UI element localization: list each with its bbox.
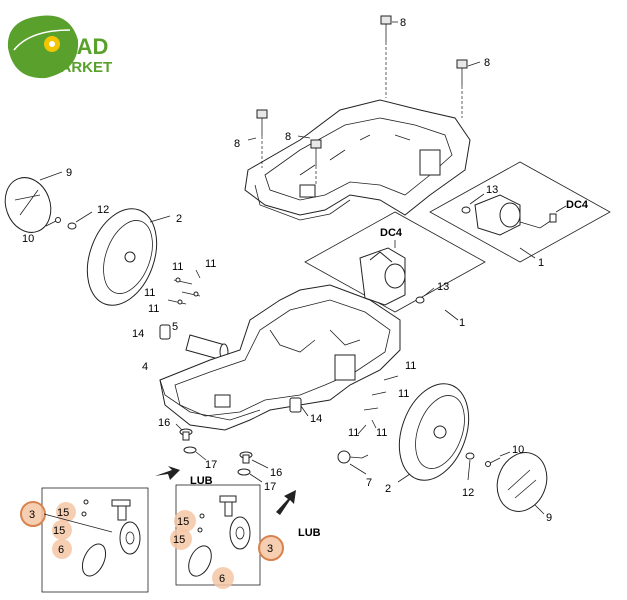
callout-4: 4 xyxy=(142,361,148,373)
hubcap-right xyxy=(496,452,548,515)
callout-16-right: 16 xyxy=(270,467,282,479)
wheel-right xyxy=(397,383,470,483)
callout-8-right: 8 xyxy=(484,57,490,69)
callout-9-right: 9 xyxy=(546,512,552,524)
screw-8-center xyxy=(297,135,322,184)
logo-text-sad: SAD xyxy=(62,34,108,59)
caster-box-left xyxy=(20,487,149,593)
bushing-14-left xyxy=(159,324,171,340)
callout-10-right: 10 xyxy=(512,444,524,456)
callout-13-right: 13 xyxy=(486,184,498,196)
callout-15-left-b: 15 xyxy=(53,525,65,537)
screws-11-right xyxy=(357,375,399,435)
callout-9-left: 9 xyxy=(66,167,72,179)
ring-17-left xyxy=(183,446,207,461)
lub-arrow-right xyxy=(276,490,296,515)
callout-14-right: 14 xyxy=(310,413,322,425)
callout-1-center: 1 xyxy=(459,317,465,329)
callout-2-right: 2 xyxy=(385,483,391,495)
callout-7: 7 xyxy=(366,477,372,489)
callout-8-center: 8 xyxy=(285,131,291,143)
callout-12-right: 12 xyxy=(462,487,474,499)
hubcap-left xyxy=(4,171,63,233)
callout-dc4-right: DC4 xyxy=(566,199,589,211)
screw-10-right xyxy=(485,451,511,467)
screw-8-right xyxy=(456,59,481,118)
callout-11-h: 11 xyxy=(376,427,387,439)
callout-dc4-center: DC4 xyxy=(380,227,403,239)
callout-lub-right: LUB xyxy=(298,527,321,539)
callout-5: 5 xyxy=(172,321,178,333)
callout-11-d: 11 xyxy=(148,303,159,315)
screws-11-group xyxy=(167,269,201,305)
callout-3-right: 3 xyxy=(267,543,273,555)
motor-box-center xyxy=(304,211,486,321)
sensor-7 xyxy=(337,450,369,475)
callout-17-right: 17 xyxy=(264,481,276,493)
washer-12-right xyxy=(465,452,475,481)
screw-10-left xyxy=(45,217,61,227)
callout-3-left: 3 xyxy=(29,509,35,521)
callout-14-left: 14 xyxy=(132,328,144,340)
ring-17-right xyxy=(237,468,263,483)
callout-15-right-b: 15 xyxy=(173,534,185,546)
caster-box-right xyxy=(170,484,284,589)
callout-11-g: 11 xyxy=(348,427,359,439)
callout-lub-left: LUB xyxy=(190,475,213,487)
callout-15-right-a: 15 xyxy=(177,516,189,528)
callout-2-left: 2 xyxy=(176,213,182,225)
callout-11-c: 11 xyxy=(144,287,155,299)
callout-13-center: 13 xyxy=(437,281,449,293)
callout-8-left: 8 xyxy=(234,138,240,150)
pivot-16-left xyxy=(175,423,193,441)
callout-17-left: 17 xyxy=(205,459,217,471)
wheel-left xyxy=(86,208,171,306)
lub-arrow-left xyxy=(155,466,180,480)
washer-12-left xyxy=(67,211,93,230)
callout-11-b: 11 xyxy=(205,258,216,270)
callout-1-right: 1 xyxy=(538,257,544,269)
callout-8-top: 8 xyxy=(400,17,406,29)
bushing-14-right xyxy=(289,397,309,417)
pivot-16-right xyxy=(239,451,269,469)
upper-chassis-part xyxy=(244,99,471,221)
screw-8-left xyxy=(247,109,268,168)
callout-6-right: 6 xyxy=(219,573,225,585)
lower-chassis-part xyxy=(159,284,401,431)
callout-15-left-a: 15 xyxy=(57,507,69,519)
callout-12-left: 12 xyxy=(97,204,109,216)
callout-11-f: 11 xyxy=(398,388,409,400)
logo-text-market: MARKET xyxy=(48,59,112,76)
callout-6-left: 6 xyxy=(58,544,64,556)
sadmarket-logo: SAD MARKET xyxy=(7,15,112,79)
screw-8-top xyxy=(380,15,398,98)
callout-11-a: 11 xyxy=(172,261,183,273)
callout-11-e: 11 xyxy=(405,360,416,372)
callout-10-left: 10 xyxy=(22,233,34,245)
motor-box-right xyxy=(429,161,611,263)
callout-16-left: 16 xyxy=(158,417,170,429)
